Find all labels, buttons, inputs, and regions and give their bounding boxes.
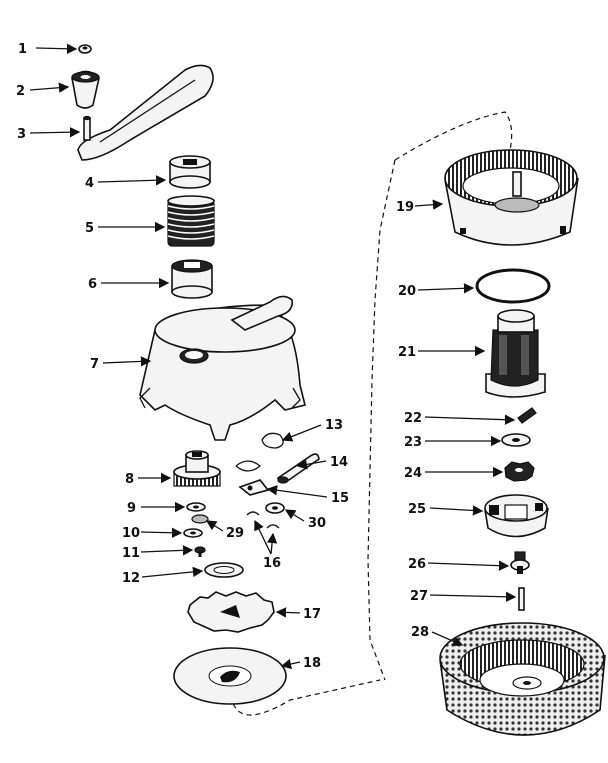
part-5-spring <box>167 195 215 247</box>
part-3-crank-handle <box>77 64 214 161</box>
part-2-knob <box>71 70 100 109</box>
label-24: 24 <box>404 466 422 481</box>
label-3: 3 <box>17 127 26 142</box>
part-6-spring-cup <box>171 259 213 299</box>
part-27-pin <box>518 587 525 611</box>
label-18: 18 <box>303 656 321 671</box>
part-19-outer-gear-ring <box>444 149 579 246</box>
part-13-spring-wire <box>235 460 262 472</box>
part-4-hub <box>169 155 211 189</box>
part-1-nut <box>78 44 92 54</box>
part-7-housing <box>139 295 306 441</box>
label-8: 8 <box>125 472 134 487</box>
part-14-lever <box>276 453 320 484</box>
part-15-pawl <box>238 479 270 496</box>
part-10-washer <box>183 528 203 538</box>
label-25: 25 <box>408 502 426 517</box>
part-11-screw <box>194 546 206 557</box>
part-25-clutch <box>484 494 549 538</box>
label-13: 13 <box>325 418 343 433</box>
part-17-star-plate <box>187 591 275 633</box>
part-12-ring <box>204 562 244 578</box>
part-labels: 1 2 3 4 5 6 7 8 9 10 11 12 13 14 15 16 1… <box>16 42 429 671</box>
label-11: 11 <box>122 546 140 561</box>
part-21-drive-housing <box>485 309 546 398</box>
label-26: 26 <box>408 557 426 572</box>
label-9: 9 <box>127 501 136 516</box>
part-8-gear <box>173 450 221 487</box>
label-14: 14 <box>330 455 348 470</box>
label-5: 5 <box>85 221 94 236</box>
part-18-disc <box>173 647 287 705</box>
part-24-small-gear <box>504 461 535 482</box>
label-29: 29 <box>226 526 244 541</box>
label-16: 16 <box>263 556 281 571</box>
label-2: 2 <box>16 84 25 99</box>
label-21: 21 <box>398 345 416 360</box>
label-23: 23 <box>404 435 422 450</box>
label-30: 30 <box>308 516 326 531</box>
label-1: 1 <box>18 42 27 57</box>
part-28-knurled-ring <box>439 622 606 736</box>
label-28: 28 <box>411 625 429 640</box>
label-22: 22 <box>404 411 422 426</box>
part-16-clips <box>246 511 280 529</box>
label-19: 19 <box>396 200 414 215</box>
part-23-washer <box>501 433 531 447</box>
label-6: 6 <box>88 277 97 292</box>
label-17: 17 <box>303 607 321 622</box>
label-7: 7 <box>90 357 99 372</box>
part-9-washer <box>186 502 206 512</box>
part-22-key <box>517 407 537 424</box>
label-20: 20 <box>398 284 416 299</box>
assembly-dashed-line <box>229 111 513 716</box>
label-4: 4 <box>85 176 94 191</box>
part-20-o-ring <box>475 268 551 304</box>
part-30-washer <box>265 502 285 514</box>
label-27: 27 <box>410 589 428 604</box>
label-12: 12 <box>122 571 140 586</box>
label-10: 10 <box>122 526 140 541</box>
label-15: 15 <box>331 491 349 506</box>
part-13-spring-clip <box>261 432 284 449</box>
part-29-clip <box>191 514 209 524</box>
leader-lines <box>29 43 517 670</box>
part-26-bolt <box>510 551 530 574</box>
